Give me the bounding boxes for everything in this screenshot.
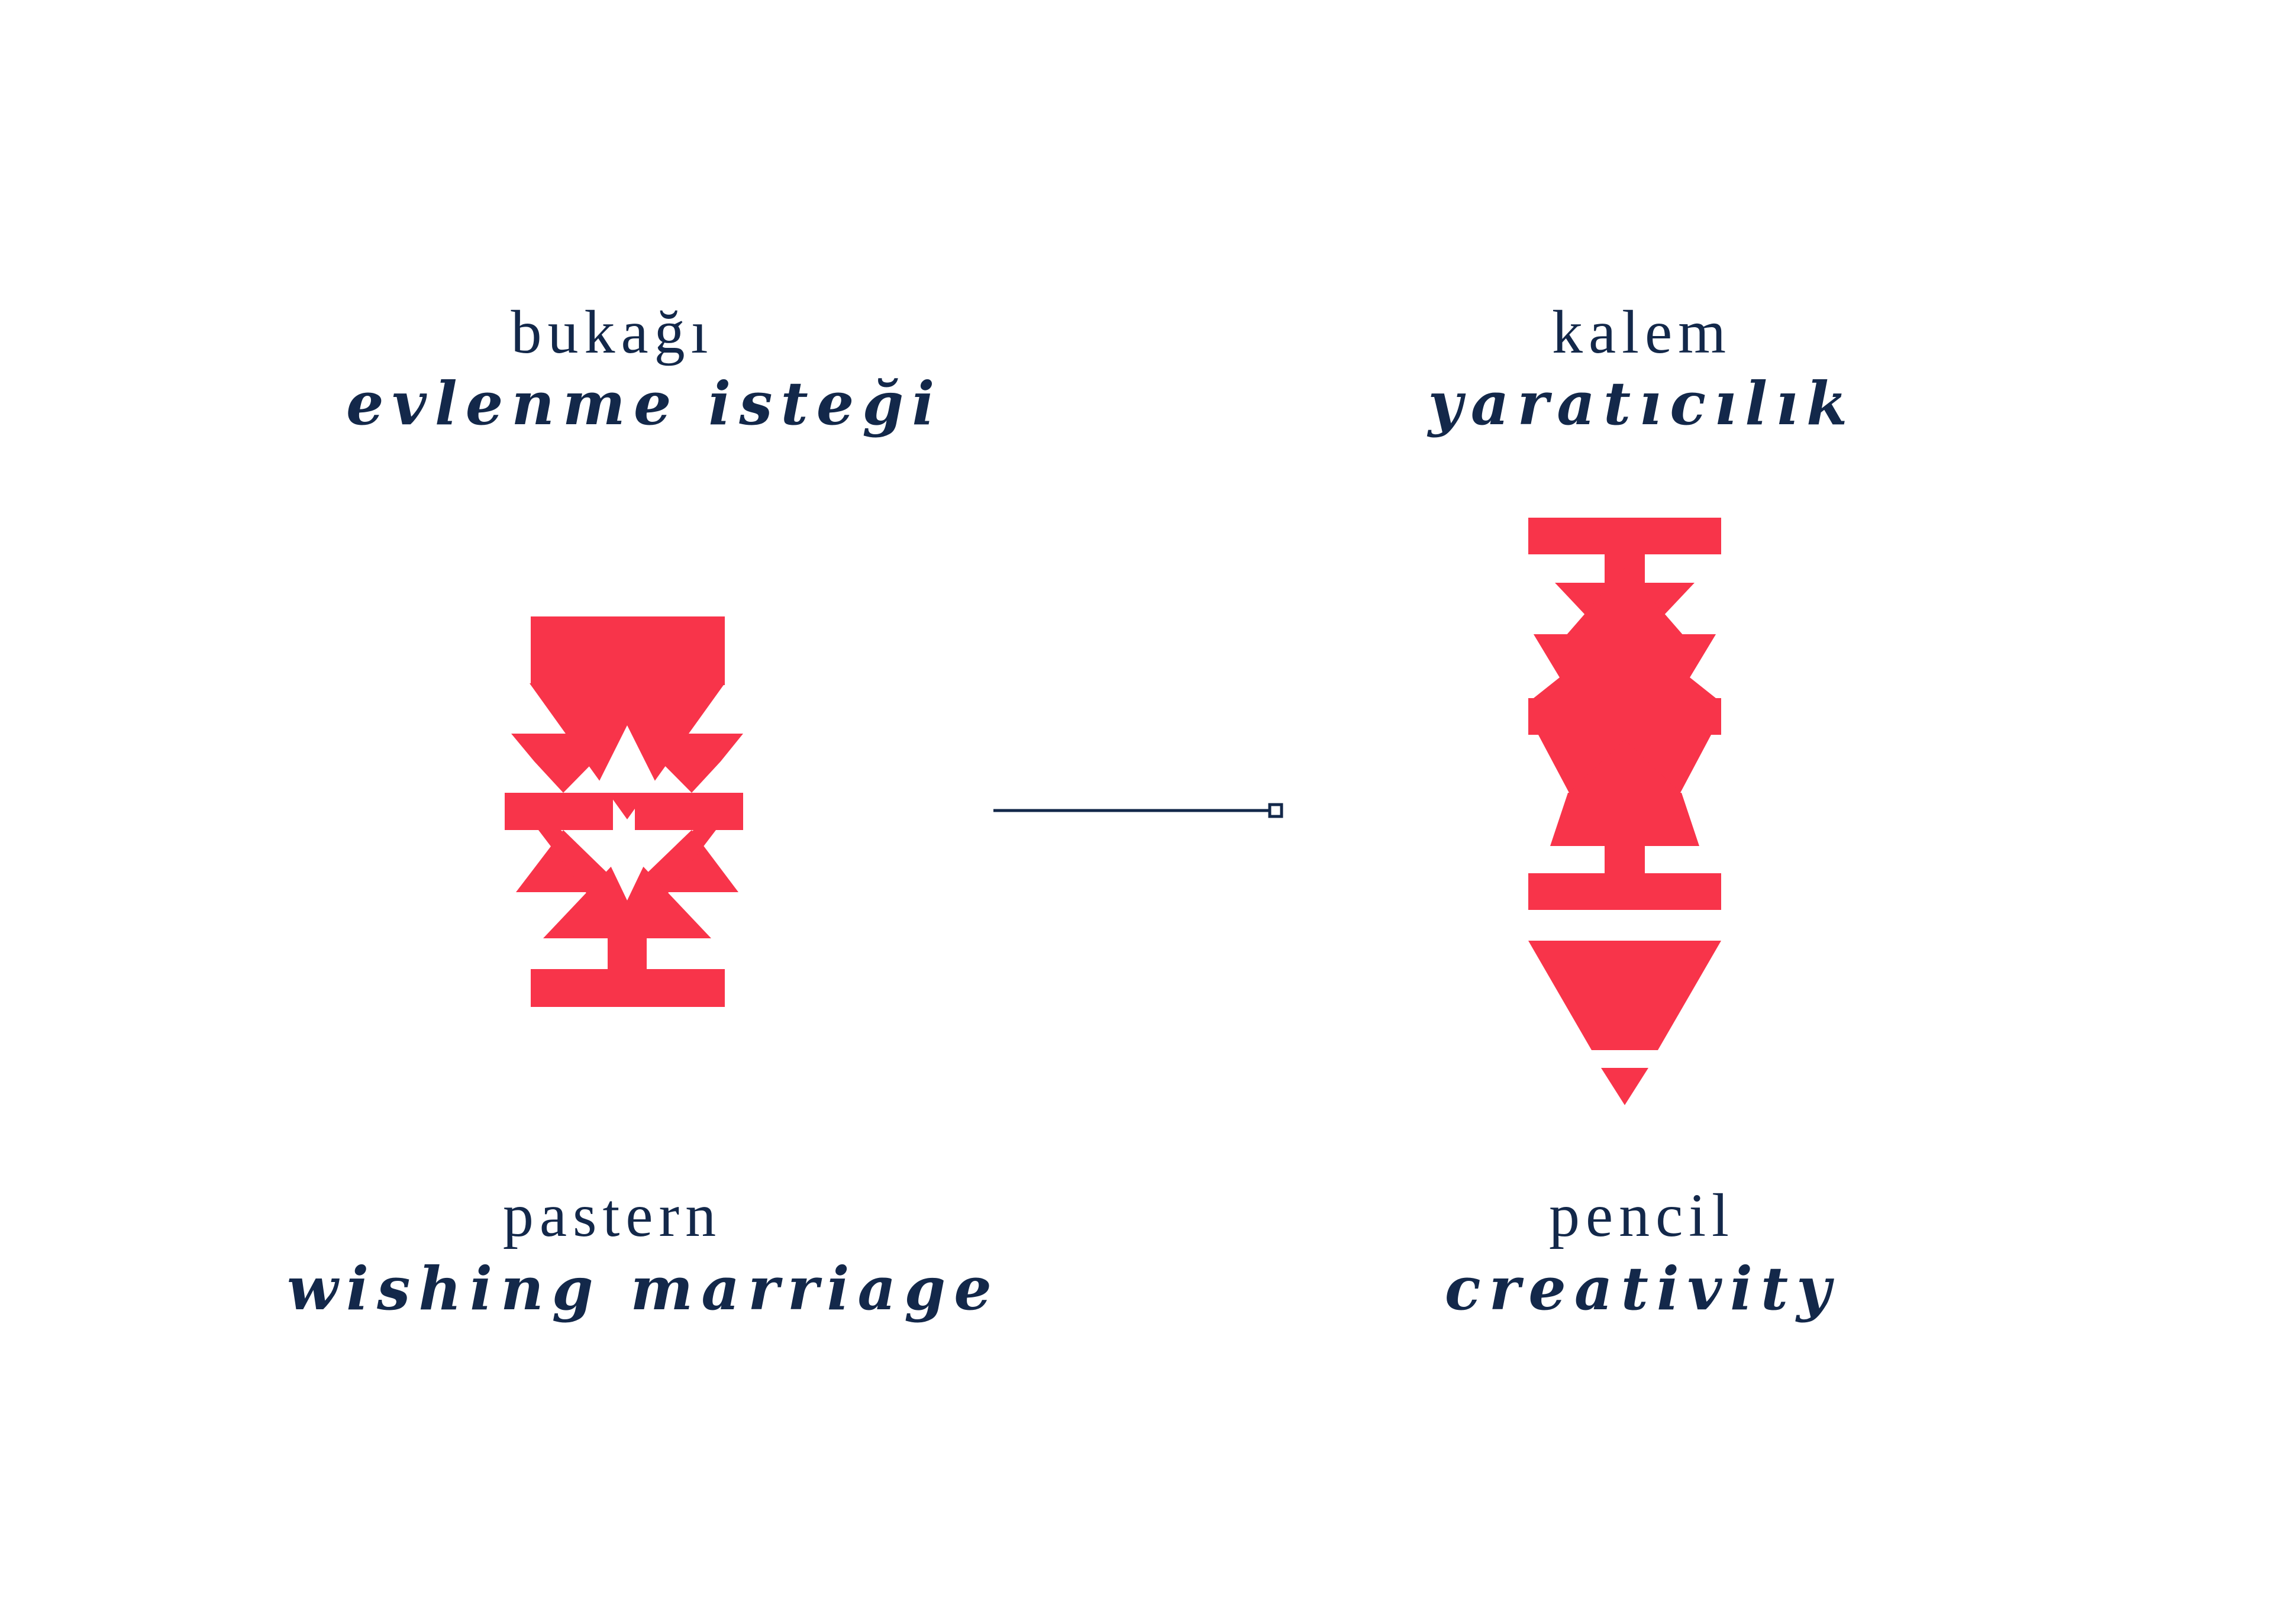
bukagi-diamond-cutouts	[593, 725, 661, 900]
left-english-meaning: wishing marriage	[287, 1254, 1000, 1323]
left-turkish-meaning: evlenme isteği	[346, 369, 943, 438]
right-english-name: pencil	[1548, 1181, 1735, 1250]
bukagi-motif-icon	[505, 616, 743, 1007]
kalem-pencil-motif-icon	[1528, 518, 1721, 1105]
connector-line-icon	[993, 803, 1283, 818]
left-english-name: pastern	[502, 1181, 722, 1250]
kalem-cutouts	[1528, 583, 1721, 1068]
right-turkish-name: kalem	[1551, 298, 1732, 366]
right-english-meaning: creativity	[1444, 1254, 1839, 1323]
right-turkish-meaning: yaratıcılık	[1428, 369, 1856, 438]
left-turkish-name: bukağı	[511, 298, 714, 366]
